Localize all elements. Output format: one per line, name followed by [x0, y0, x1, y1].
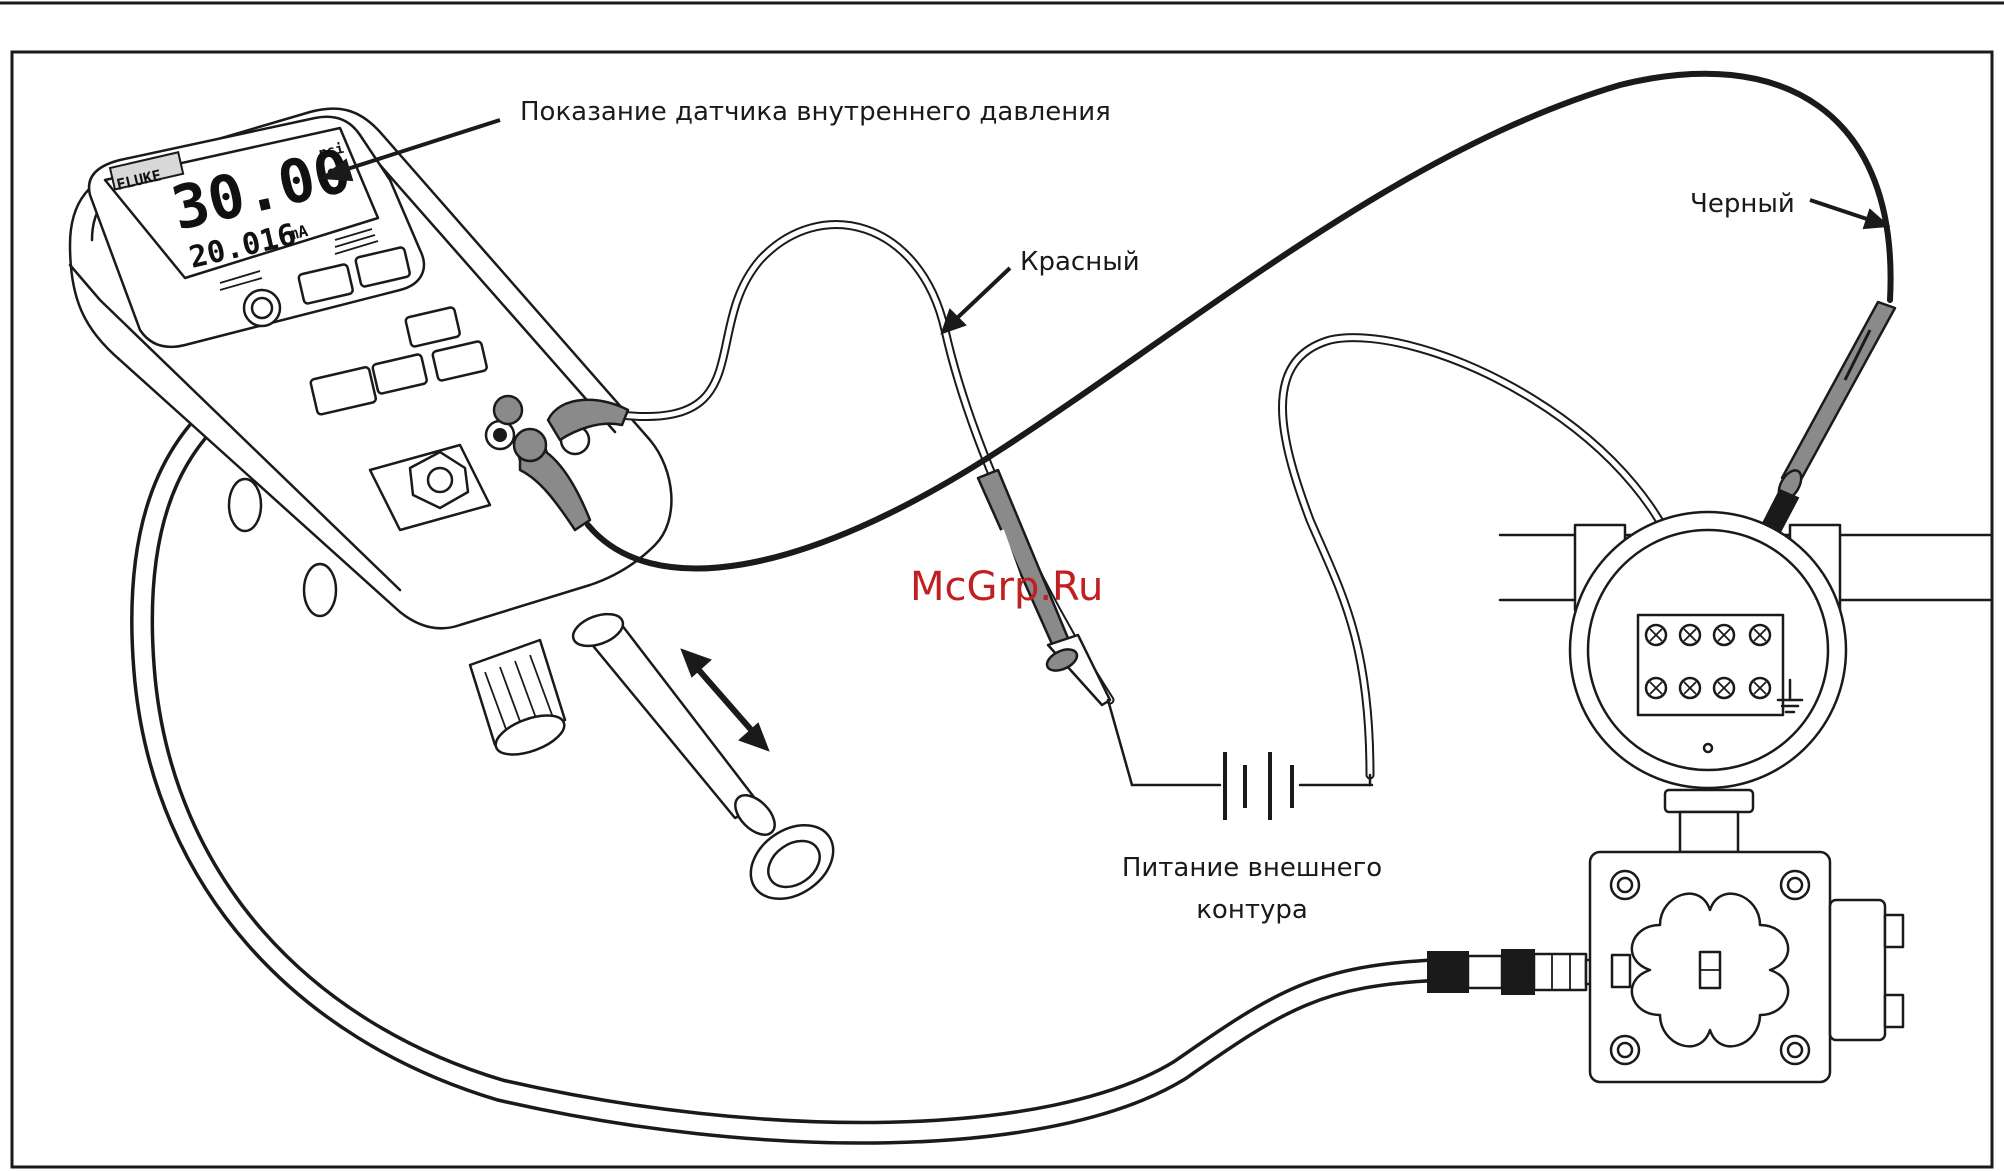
- hose-fitting: [1428, 950, 1612, 994]
- label-red: Красный: [1020, 247, 1140, 277]
- adjust-knob: [470, 640, 569, 762]
- label-black: Черный: [1690, 189, 1795, 219]
- callout-red-arrow: [942, 268, 1010, 333]
- pump-plunger: [569, 608, 847, 914]
- label-supply-line1: Питание внешнего: [1122, 853, 1382, 883]
- callout-black-arrow: [1810, 200, 1888, 228]
- watermark: McGrp.Ru: [910, 564, 1103, 610]
- fluke-calibrator: FLUKE 30.00 psi 20.016 mA: [70, 109, 847, 914]
- pressure-transmitter: [1500, 512, 1990, 1082]
- label-supply-line2: контура: [1196, 895, 1308, 925]
- label-pressure-reading: Показание датчика внутреннего давления: [520, 97, 1111, 127]
- battery-symbol: [1225, 752, 1292, 820]
